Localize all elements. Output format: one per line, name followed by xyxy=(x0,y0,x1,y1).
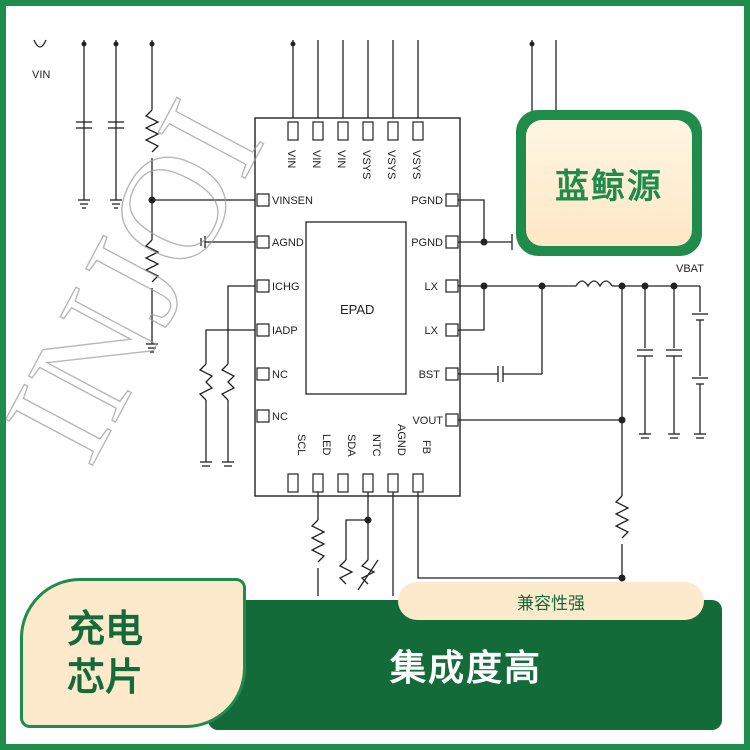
vin-label: VIN xyxy=(32,69,50,81)
pin-label: LX xyxy=(425,325,439,337)
epad-label: EPAD xyxy=(340,302,374,317)
pin-label: NC xyxy=(272,411,288,423)
pin-label: LX xyxy=(425,281,439,293)
feature-banner xyxy=(208,600,722,730)
feature-pill: 兼容性强 xyxy=(398,582,704,620)
top-pin-labels: VIN VIN VIN VSYS VSYS VSYS xyxy=(285,150,422,179)
pin-label: FB xyxy=(420,440,432,454)
pin-label: VIN xyxy=(335,150,347,168)
pin-label: PGND xyxy=(411,195,443,207)
feature-headline-text: 集成度高 xyxy=(389,648,542,689)
pin-label: NC xyxy=(272,369,288,381)
pin-label: SCL xyxy=(295,434,307,455)
pin-label: IADP xyxy=(272,325,298,337)
pin-label: ICHG xyxy=(272,281,300,293)
brand-logo-inner: 蓝鲸源 xyxy=(526,120,692,246)
pin-label: VINSEN xyxy=(272,195,313,207)
product-tag-text: 充电芯片 xyxy=(67,607,144,699)
left-pin-labels: VINSEN AGND ICHG IADP NC NC xyxy=(272,195,313,423)
pin-label: AGND xyxy=(395,424,407,456)
feature-pill-text: 兼容性强 xyxy=(517,593,585,614)
pin-label: VSYS xyxy=(360,150,372,179)
brand-name: 蓝鲸源 xyxy=(555,166,663,207)
pin-label: VIN xyxy=(285,150,297,168)
brand-logo: 蓝鲸源 xyxy=(516,110,702,256)
pin-label: VSYS xyxy=(385,150,397,179)
product-tag: 充电芯片 xyxy=(20,578,246,728)
pin-label: BST xyxy=(419,369,441,381)
vbat-label: VBAT xyxy=(676,263,704,275)
pin-label: VIN xyxy=(310,150,322,168)
pin-label: LED xyxy=(320,434,332,455)
pin-label: VOUT xyxy=(412,415,443,427)
pin-label: NTC xyxy=(370,434,382,457)
pin-label: PGND xyxy=(411,237,443,249)
bottom-pin-labels: SCL LED SDA NTC AGND FB xyxy=(295,424,432,457)
pin-label: VSYS xyxy=(410,150,422,179)
pin-label: SDA xyxy=(345,434,357,457)
pin-label: AGND xyxy=(272,237,304,249)
right-pin-labels: PGND PGND LX LX BST VOUT xyxy=(411,195,443,427)
feature-headline: 集成度高 xyxy=(236,630,696,700)
